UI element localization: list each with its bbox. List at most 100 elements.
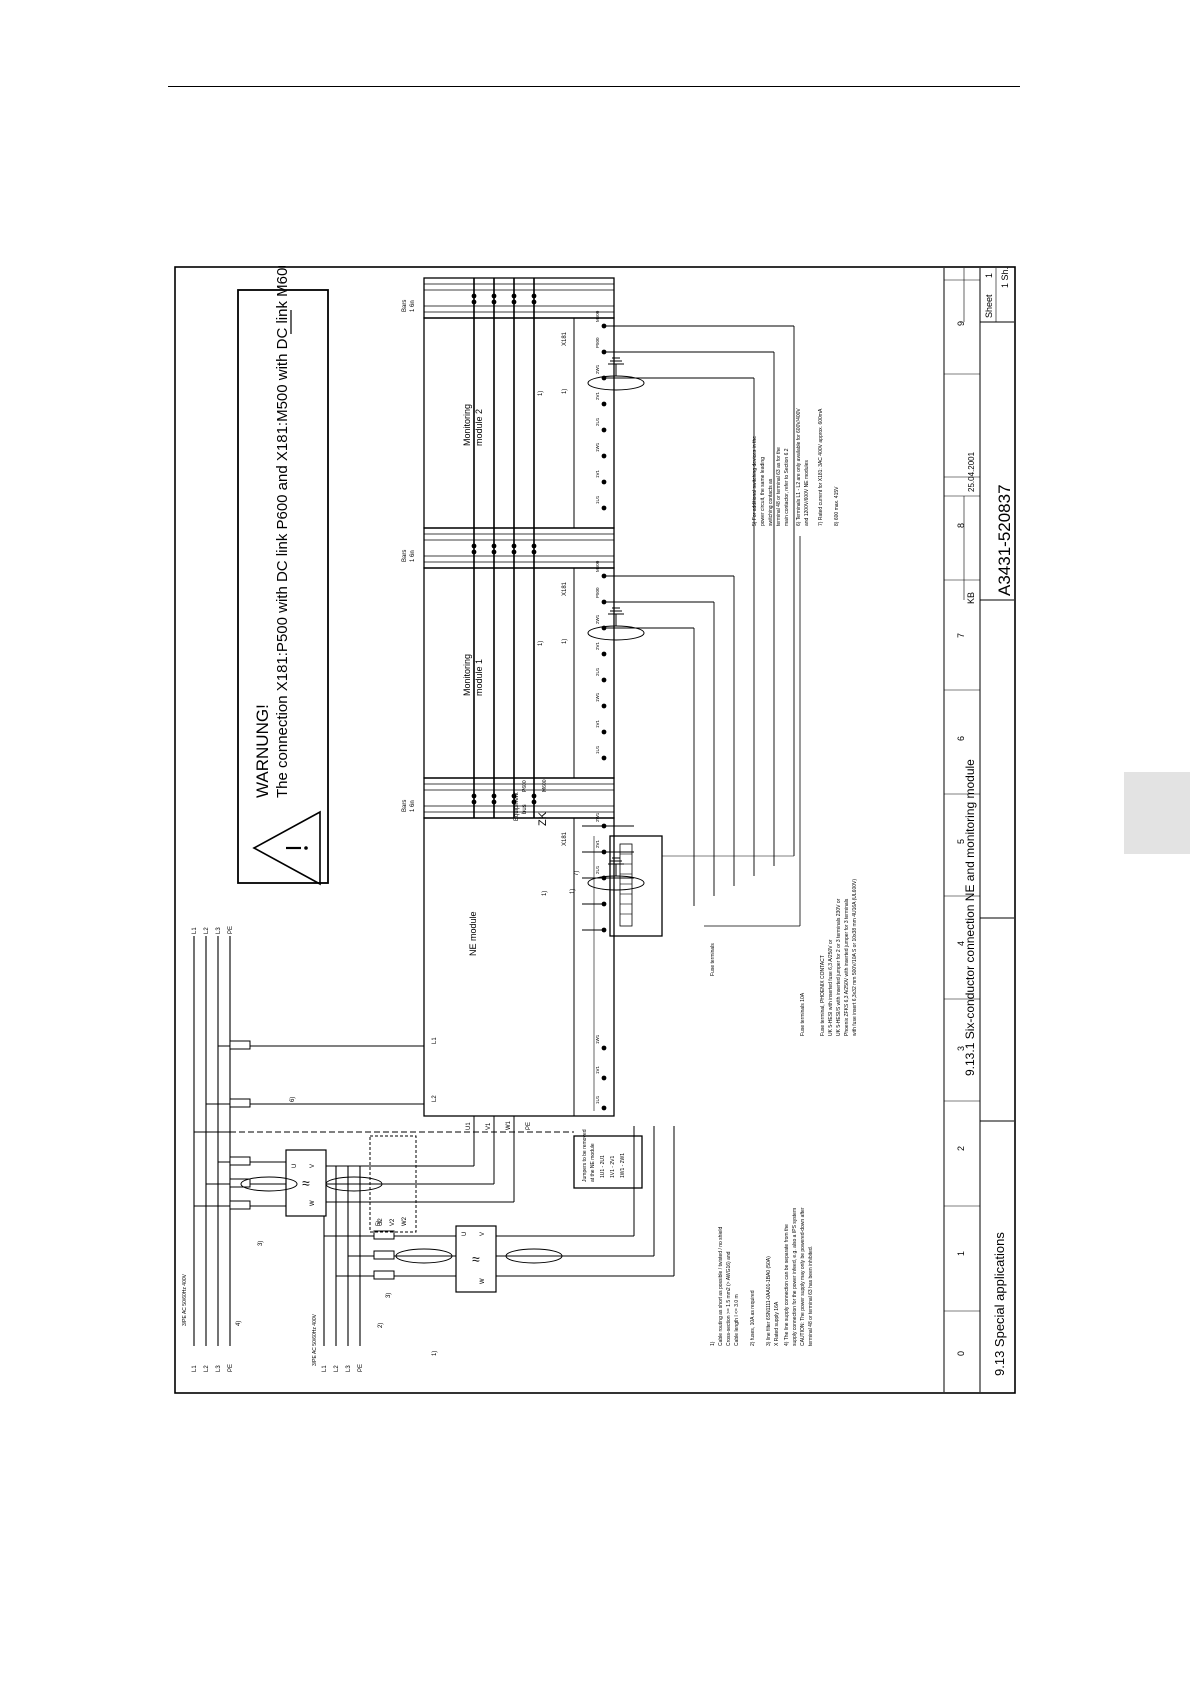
svg-text:L3: L3 — [216, 1365, 222, 1372]
warning-triangle-icon — [252, 810, 321, 886]
svg-text:L3: L3 — [216, 927, 222, 934]
dc-link-bars — [473, 278, 535, 818]
jumper-text: Jumpers to be removed at the NE module 1… — [582, 1129, 626, 1182]
fuse-terminal-block — [609, 835, 663, 937]
svg-text:with fuse insert 6,3x32 mm 500: with fuse insert 6,3x32 mm 500V/10A S or… — [852, 879, 858, 1036]
figure-caption: 9.13.1 Six-conductor connection NE and m… — [963, 759, 977, 1076]
svg-text:L1: L1 — [432, 1037, 438, 1044]
svg-text:L2: L2 — [204, 1365, 210, 1372]
monitoring-module-2 — [423, 317, 615, 529]
x181-terminals-ne — [582, 825, 604, 1111]
svg-text:1): 1) — [570, 889, 576, 894]
sheet-value: 1 — [984, 273, 994, 278]
svg-text:5) For additional switching de: 5) For additional switching devices in t… — [752, 436, 758, 526]
svg-text:Bars: Bars — [402, 550, 408, 562]
filter-icon: ≈ — [472, 1251, 480, 1267]
svg-text:2W1: 2W1 — [595, 614, 600, 624]
svg-text:1 6n: 1 6n — [410, 800, 416, 812]
svg-text:4) The line supply connection: 4) The line supply connection can be sep… — [784, 1224, 790, 1346]
line-filters — [285, 1149, 497, 1293]
svg-text:power circuit, the same leadin: power circuit, the same leading — [760, 457, 766, 526]
svg-text:Cable length l <= 3.0 m: Cable length l <= 3.0 m — [734, 1294, 740, 1346]
svg-text:L1: L1 — [322, 1365, 328, 1372]
svg-text:2V1: 2V1 — [595, 641, 600, 650]
svg-text:5): 5) — [376, 1221, 382, 1226]
monitoring-1-title-2: module 1 — [474, 659, 484, 696]
svg-text:Fuse terminals 10A: Fuse terminals 10A — [800, 992, 806, 1036]
svg-text:1): 1) — [538, 391, 544, 396]
circuit-diagram: 0 1 2 3 4 5 6 7 8 9 9.13 Special applica… — [174, 266, 1016, 1394]
svg-text:W2: W2 — [402, 1216, 408, 1226]
header-rule — [168, 86, 1020, 87]
title-block-text: 0 1 2 3 4 5 6 7 8 9 9.13 Special applica… — [956, 267, 1014, 1376]
svg-text:V: V — [310, 1164, 316, 1168]
svg-text:2): 2) — [378, 1323, 384, 1328]
svg-text:supply connection for the powe: supply connection for the power infeed, … — [792, 1208, 798, 1346]
zone-label: 2 — [956, 1146, 966, 1151]
x181-label: X181 — [562, 831, 568, 846]
fuses — [229, 1040, 395, 1280]
svg-text:CAUTION: The power supply may: CAUTION: The power supply may only be po… — [800, 1207, 806, 1346]
svg-text:1): 1) — [710, 1341, 716, 1346]
x181-label: X181 — [562, 331, 568, 346]
sheet-label: Sheet — [984, 294, 994, 318]
svg-text:2V1: 2V1 — [595, 839, 600, 848]
svg-text:UK 5-HESI with inserted fuse 6: UK 5-HESI with inserted fuse 6,3 A/250V … — [828, 939, 834, 1036]
ne-module-title: NE module — [468, 911, 478, 956]
supply-lines — [193, 936, 574, 1346]
supply-labels: 3/PE AC 50/60Hz 400V 3/PE AC 50/60Hz 400… — [182, 1273, 318, 1366]
zone-label: 0 — [956, 1351, 966, 1356]
svg-text:PE: PE — [358, 1364, 364, 1372]
svg-text:Bars: Bars — [402, 800, 408, 812]
signal-wiring — [604, 325, 795, 906]
ground-symbols — [608, 357, 624, 876]
equipment-bus-label-2: bus — [522, 804, 528, 814]
m600-label: M600 — [542, 779, 548, 792]
svg-text:6) Terminals L1 - L2 are only: 6) Terminals L1 - L2 are only available … — [796, 408, 802, 526]
svg-text:2V1: 2V1 — [595, 391, 600, 400]
svg-text:P500: P500 — [595, 587, 600, 598]
svg-text:1): 1) — [538, 641, 544, 646]
zone-label: 5 — [956, 839, 966, 844]
notes-right: 5) For additional switching devices in t… — [752, 408, 840, 526]
warning-box: WARNUNG! The connection X181:P500 with D… — [237, 266, 329, 886]
svg-text:at the NE module: at the NE module — [590, 1143, 596, 1182]
zone-label: 6 — [956, 736, 966, 741]
svg-text:L1: L1 — [192, 1365, 198, 1372]
svg-text:1U1 - 2U1: 1U1 - 2U1 — [600, 1155, 606, 1178]
svg-text:PE: PE — [228, 1364, 234, 1372]
svg-text:2U1: 2U1 — [595, 417, 600, 426]
svg-text:L2: L2 — [204, 927, 210, 934]
zone-label: 7 — [956, 633, 966, 638]
svg-text:2W1: 2W1 — [595, 364, 600, 374]
svg-text:1W1: 1W1 — [595, 442, 600, 452]
svg-text:3/PE AC 50/60Hz 400V: 3/PE AC 50/60Hz 400V — [182, 1273, 188, 1326]
svg-text:L2: L2 — [432, 1095, 438, 1102]
svg-text:1W1: 1W1 — [595, 692, 600, 702]
ne-module — [423, 817, 615, 1117]
svg-text:L3: L3 — [346, 1365, 352, 1372]
svg-text:Bars: Bars — [402, 300, 408, 312]
zone-label: 4 — [956, 941, 966, 946]
x181-dots — [601, 323, 607, 1111]
svg-text:1): 1) — [562, 639, 568, 644]
svg-text:Phoenix ZFKS 6,3 A/250V with i: Phoenix ZFKS 6,3 A/250V with inserted ju… — [844, 898, 850, 1036]
zone-label: 8 — [956, 523, 966, 528]
drawing-number: A3431-520837 — [995, 484, 1014, 596]
svg-text:7): 7) — [574, 871, 580, 876]
zone-label: 3 — [956, 1046, 966, 1051]
svg-text:UK 5-HESI/S with inserted jump: UK 5-HESI/S with inserted jumper for 2 o… — [836, 898, 842, 1036]
svg-text:2U1: 2U1 — [595, 667, 600, 676]
warning-text: The connection X181:P500 with DC link P6… — [274, 266, 291, 798]
svg-text:1V1: 1V1 — [595, 469, 600, 478]
busbar-labels: Bars 1 6n Bars 1 6n Bars 1 6n — [402, 300, 416, 812]
svg-text:2W1: 2W1 — [595, 812, 600, 822]
svg-text:3): 3) — [386, 1293, 392, 1298]
monitoring-2-title-2: module 2 — [474, 409, 484, 446]
svg-text:Fuse terminal, PHOENIX CONTACT: Fuse terminal, PHOENIX CONTACT — [820, 955, 826, 1036]
svg-text:M500: M500 — [595, 560, 600, 572]
busbar-stack — [423, 277, 615, 819]
svg-text:8) 600 max. 415V: 8) 600 max. 415V — [834, 486, 840, 526]
svg-text:1): 1) — [542, 891, 548, 896]
